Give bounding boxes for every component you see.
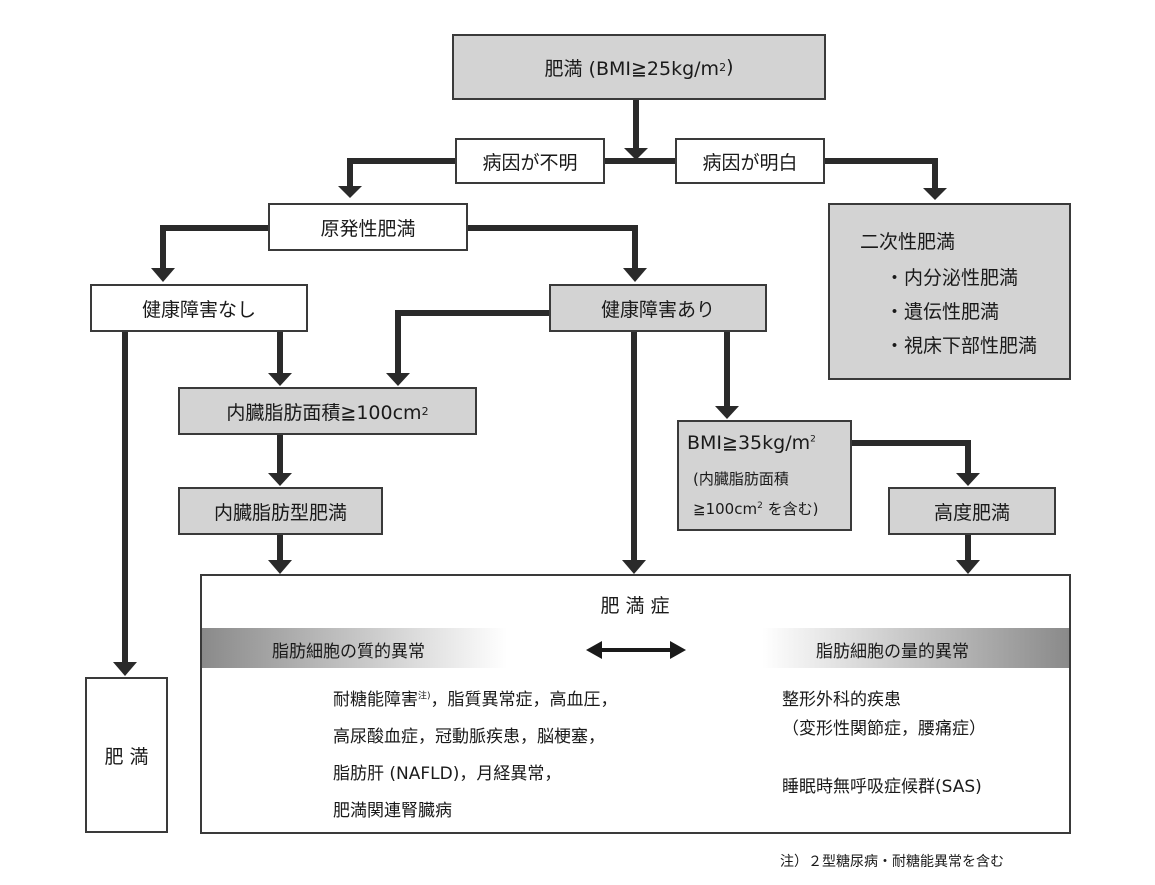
bmi35-sub2: ≧100cm xyxy=(693,500,758,518)
obesity-bmi25-label: 肥満 (BMI≧25kg/m xyxy=(544,57,720,80)
bmi35-sub2-tail: を含む) xyxy=(762,500,819,518)
qualitative-abnormality-label: 脂肪細胞の質的異常 xyxy=(272,642,425,662)
no-health-disorder-box: 健康障害なし xyxy=(90,284,308,332)
visceral-fat-area-sup: 2 xyxy=(421,404,429,418)
bmi35-sup: 2 xyxy=(810,434,816,445)
visceral-fat-obesity-box: 内臓脂肪型肥満 xyxy=(178,487,383,535)
cause-known-label: 病因が明白 xyxy=(702,151,798,174)
left-line-1-tail: ，脂質異常症，高血圧， xyxy=(430,690,618,710)
quantitative-abnormality-label: 脂肪細胞の量的異常 xyxy=(816,642,969,662)
secondary-obesity-title: 二次性肥満 xyxy=(860,231,956,253)
bmi35-label: BMI≧35kg/m xyxy=(687,432,811,454)
cause-known-box: 病因が明白 xyxy=(675,138,825,184)
primary-obesity-box: 原発性肥満 xyxy=(268,203,468,251)
health-disorder-box: 健康障害あり xyxy=(549,284,767,332)
obesity-simple-box: 肥 満 xyxy=(85,677,168,833)
right-disease-line-1: 整形外科的疾患 xyxy=(782,690,901,710)
obesity-bmi25-tail: ) xyxy=(726,56,734,78)
obesity-disease-title: 肥 満 症 xyxy=(600,595,670,617)
no-health-disorder-label: 健康障害なし xyxy=(141,298,256,321)
bmi35-sub1: (内臓脂肪面積 xyxy=(693,470,789,488)
left-disease-line-2: 高尿酸血症，冠動脈疾患，脳梗塞， xyxy=(333,727,605,747)
severe-obesity-label: 高度肥満 xyxy=(933,501,1010,524)
primary-obesity-label: 原発性肥満 xyxy=(320,217,416,240)
cause-unknown-label: 病因が不明 xyxy=(482,151,578,174)
right-disease-line-2: （変形性関節症，腰痛症） xyxy=(782,719,986,739)
bmi35-sub2-sup: 2 xyxy=(757,501,763,511)
left-line-1-text: 耐糖能障害 xyxy=(333,690,418,710)
left-disease-line-4: 肥満関連腎臓病 xyxy=(333,801,452,821)
left-disease-line-3: 脂肪肝 (NAFLD)，月経異常， xyxy=(333,764,562,784)
secondary-item-endocrine: ・内分泌性肥満 xyxy=(885,267,1019,289)
visceral-fat-obesity-label: 内臓脂肪型肥満 xyxy=(213,501,347,524)
obesity-simple-label: 肥 満 xyxy=(104,745,149,768)
secondary-obesity-box: 二次性肥満 ・内分泌性肥満 ・遺伝性肥満 ・視床下部性肥満 xyxy=(828,203,1071,380)
secondary-item-hypothalamic: ・視床下部性肥満 xyxy=(885,335,1038,357)
bmi35-box: BMI≧35kg/m2 (内臓脂肪面積 ≧100cm2 を含む) xyxy=(677,420,852,531)
obesity-bmi25-sup: 2 xyxy=(719,60,727,74)
cause-unknown-box: 病因が不明 xyxy=(455,138,605,184)
secondary-item-genetic: ・遺伝性肥満 xyxy=(885,301,1000,323)
left-disease-line-1: 耐糖能障害注)，脂質異常症，高血圧， xyxy=(333,685,618,710)
health-disorder-label: 健康障害あり xyxy=(600,298,715,321)
severe-obesity-box: 高度肥満 xyxy=(888,487,1056,535)
right-disease-line-3: 睡眠時無呼吸症候群(SAS) xyxy=(782,777,982,797)
left-line-1-note: 注) xyxy=(418,691,431,702)
visceral-fat-area-label: 内臓脂肪面積≧100cm xyxy=(226,401,422,424)
footnote: 注）２型糖尿病・耐糖能異常を含む xyxy=(780,854,1004,870)
